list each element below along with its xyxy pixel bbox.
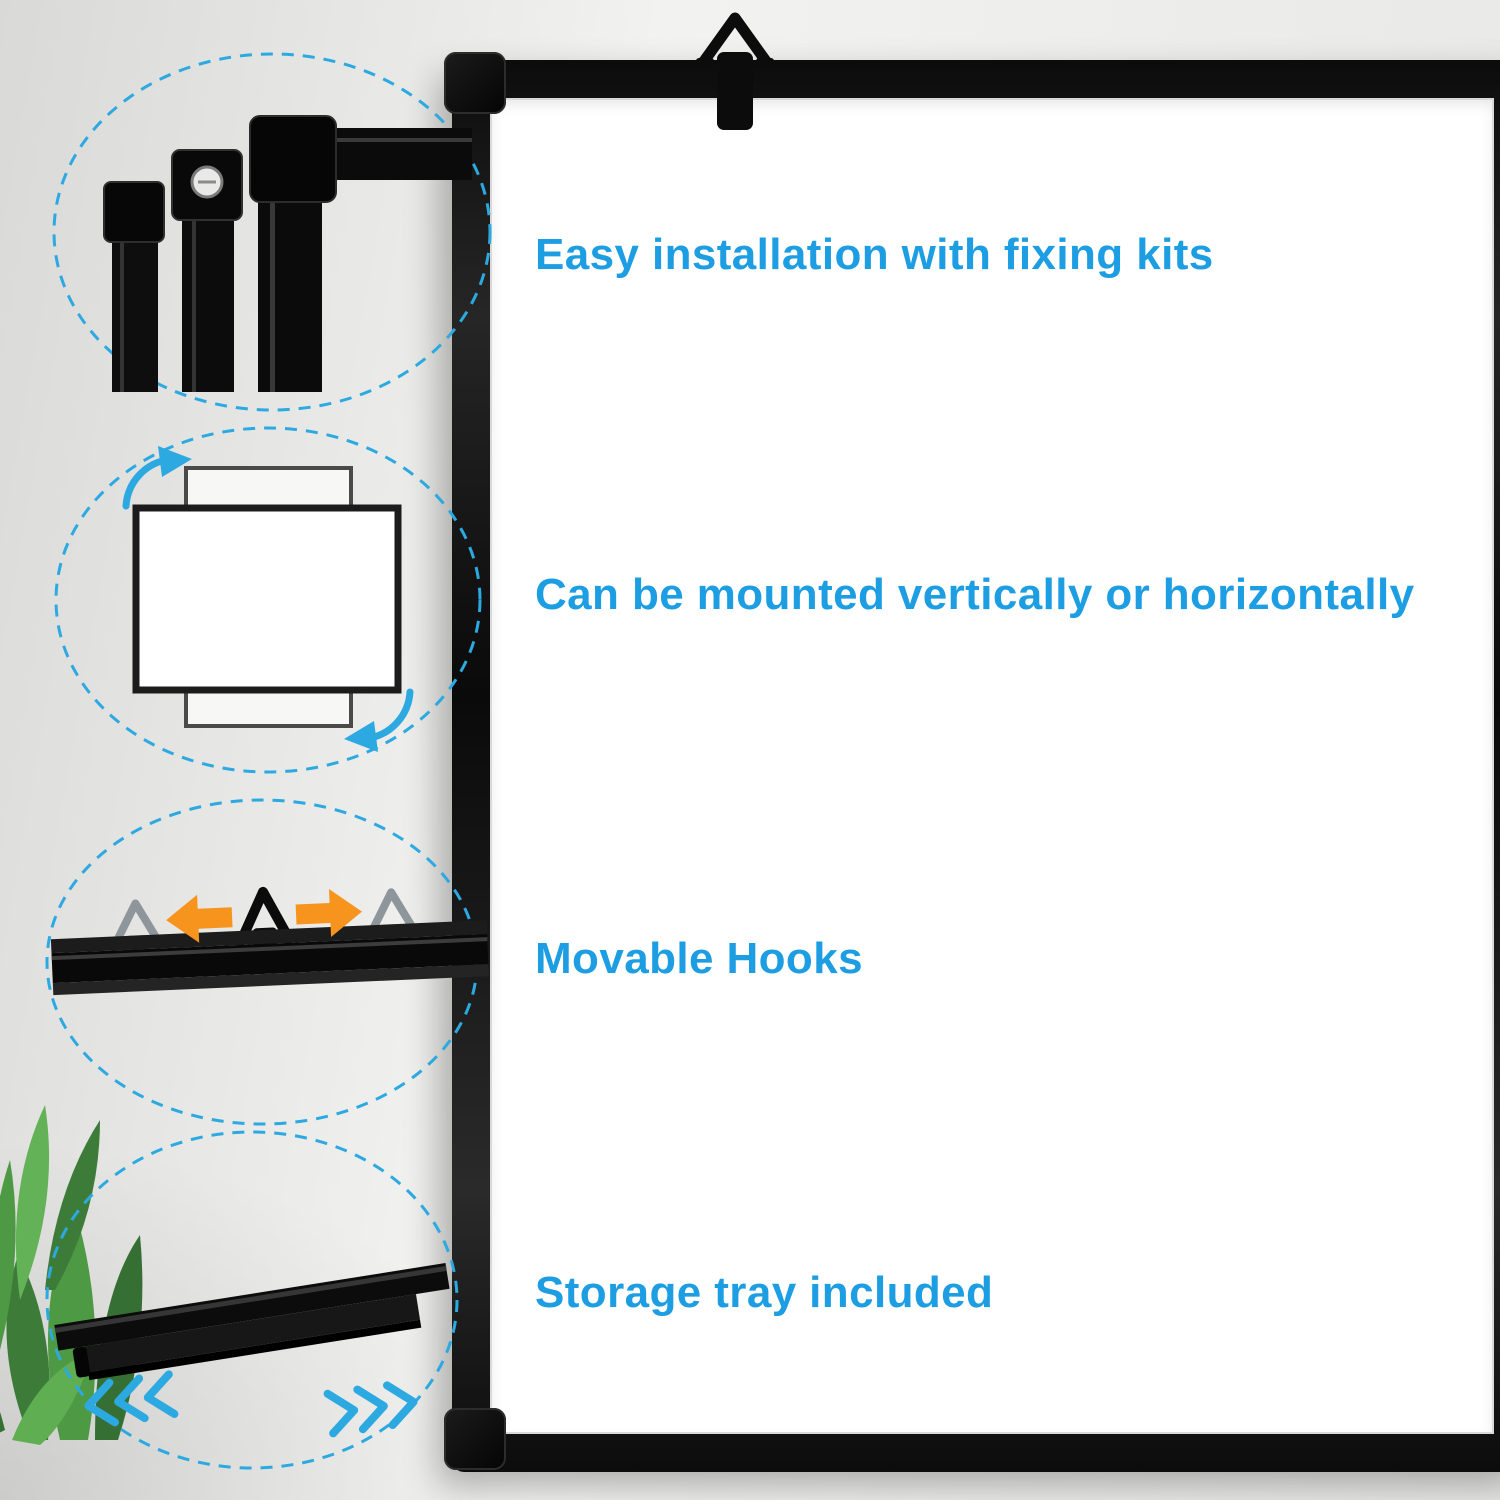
- callout-storage-tray: [45, 1130, 459, 1470]
- hanger-hook-icon: [696, 12, 774, 130]
- callout-mount-orientation: [54, 426, 482, 774]
- callout-fixing-kits: [52, 52, 492, 412]
- chevrons-right-icon: [323, 1381, 418, 1438]
- whiteboard-surface: [490, 98, 1494, 1434]
- arrow-right-icon: [295, 889, 362, 937]
- frame-corner-cap-bottom-left: [444, 1408, 506, 1470]
- whiteboard-frame: [452, 60, 1500, 1472]
- callout-movable-hooks: [45, 798, 489, 1126]
- frame-corner-cap-top-left: [444, 52, 506, 114]
- feature-label-movable-hooks: Movable Hooks: [535, 934, 863, 983]
- storage-tray-icon: [54, 1263, 450, 1438]
- corner-fixing-kits-icon: [103, 115, 472, 392]
- feature-label-storage-tray: Storage tray included: [535, 1268, 994, 1317]
- feature-label-fixing-kits: Easy installation with fixing kits: [535, 230, 1214, 279]
- rotate-mount-icon: [122, 446, 414, 752]
- feature-label-mount-orientation: Can be mounted vertically or horizontall…: [535, 570, 1415, 619]
- movable-hooks-icon: [50, 886, 489, 996]
- chevrons-left-icon: [84, 1370, 179, 1427]
- arrow-left-icon: [166, 894, 233, 943]
